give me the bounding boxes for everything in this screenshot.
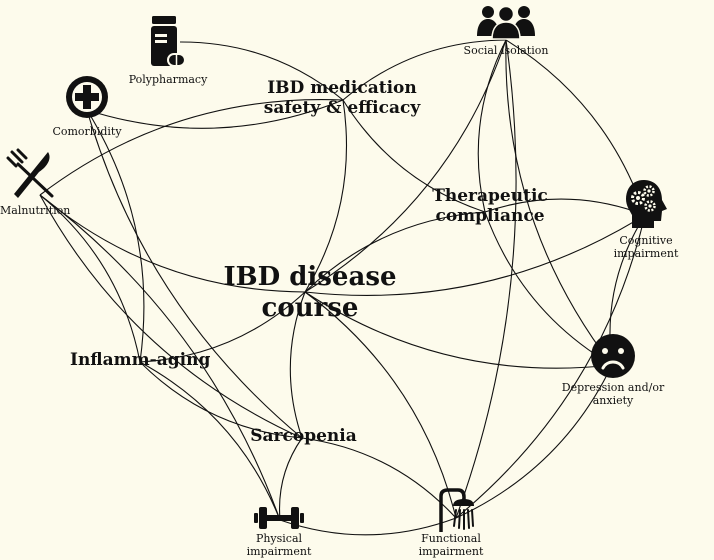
link-malnutrition-physical: [39, 194, 281, 521]
fork-knife-icon: [6, 148, 54, 198]
link-comorbidity-inflammaging: [86, 109, 145, 363]
link-inflammaging-physical: [139, 361, 281, 521]
link-core-inflammaging: [139, 291, 306, 363]
medical-cross-icon: [66, 76, 108, 118]
node-depression-anxiety: Depression and/or anxiety: [561, 381, 665, 407]
link-malnutrition-inflammaging: [39, 194, 141, 363]
link-compliance-depression: [484, 211, 613, 366]
link-physical-functional: [279, 517, 457, 536]
node-cognitive-impairment: Cognitive impairment: [613, 234, 679, 260]
link-compliance-cognitive: [484, 198, 646, 216]
link-cognitive-core: [304, 214, 646, 296]
node-ibd-medication: IBD medication safety & efficacy: [263, 78, 421, 118]
link-medication-compliance: [342, 99, 486, 213]
link-social-compliance: [477, 39, 507, 213]
link-social-functional: [455, 39, 517, 519]
people-group-icon: [477, 5, 535, 40]
node-polypharmacy: Polypharmacy: [128, 73, 208, 86]
link-comorbidity-sarcopenia: [86, 109, 303, 439]
link-social-depression: [505, 39, 613, 366]
link-medication-core: [304, 99, 348, 293]
link-malnutrition-medication: [39, 99, 344, 196]
link-malnutrition-core: [39, 194, 306, 293]
link-polypharmacy-medication: [179, 41, 344, 101]
shower-icon: [439, 488, 474, 532]
link-sarcopenia-physical: [278, 437, 303, 521]
link-malnutrition-sarcopenia: [39, 194, 303, 439]
link-core-functional: [304, 291, 457, 519]
link-depression-functional: [455, 364, 613, 519]
pill-bottle-icon: [151, 16, 186, 67]
node-malnutrition: Malnutrition: [0, 204, 71, 217]
link-comorbidity-medication: [86, 99, 344, 129]
node-therapeutic-compliance: Therapeutic compliance: [432, 186, 548, 226]
link-social-medication: [342, 39, 507, 101]
node-physical-impairment: Physical impairment: [246, 532, 312, 558]
head-gears-icon: [626, 180, 667, 228]
link-cognitive-functional: [455, 214, 646, 519]
node-comorbidity: Comorbidity: [52, 125, 122, 138]
link-core-depression: [304, 291, 613, 369]
link-core-sarcopenia: [289, 291, 306, 439]
link-inflammaging-sarcopenia: [139, 361, 303, 439]
link-social-core: [304, 39, 507, 293]
node-inflamm-aging: Inflamm-aging: [70, 350, 211, 370]
node-social-isolation: Social isolation: [463, 44, 549, 57]
link-compliance-core: [304, 211, 486, 293]
node-ibd-disease-course: IBD disease course: [223, 262, 397, 324]
sad-face-icon: [591, 334, 635, 378]
node-functional-impairment: Functional impairment: [418, 532, 484, 558]
node-sarcopenia: Sarcopenia: [250, 426, 357, 446]
dumbbell-icon: [254, 507, 304, 529]
